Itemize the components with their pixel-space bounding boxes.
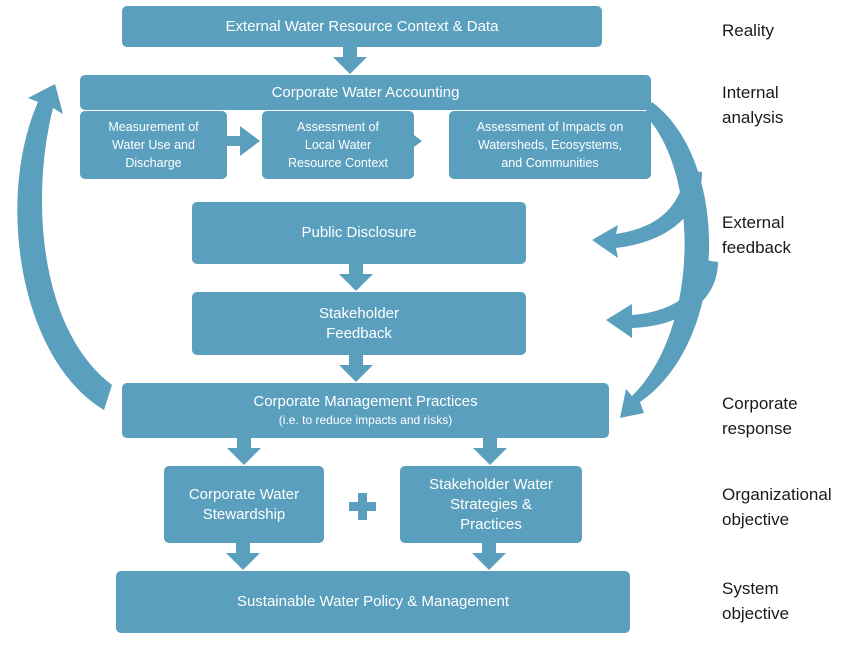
measurement-line-1: Measurement of bbox=[108, 120, 199, 134]
label-organizational-objective: Organizational objective bbox=[722, 482, 832, 532]
label-external-feedback: External feedback bbox=[722, 210, 791, 260]
stakeholder-feedback-line-1: Stakeholder bbox=[318, 304, 400, 322]
stewardship-line-1: Corporate Water bbox=[188, 485, 300, 503]
stakeholder-strategies-box: Stakeholder Water Strategies & Practices bbox=[400, 466, 582, 543]
assessment-impacts-line-3: and Communities bbox=[501, 156, 599, 170]
label-organizational-line-2: objective bbox=[722, 510, 790, 529]
right-branch-disclosure bbox=[592, 170, 702, 258]
arrow-down-stewardship bbox=[227, 438, 261, 465]
arrow-down-disclosure bbox=[339, 264, 373, 291]
measurement-line-2: Water Use and bbox=[112, 138, 195, 152]
assessment-impacts-line-2: Watersheds, Ecosystems, bbox=[477, 138, 623, 152]
assessment-local-line-3: Resource Context bbox=[287, 156, 389, 170]
external-context-text: External Water Resource Context & Data bbox=[225, 17, 499, 35]
plus-icon bbox=[349, 493, 376, 520]
corporate-accounting-text: Corporate Water Accounting bbox=[271, 83, 460, 101]
corporate-accounting-box: Corporate Water Accounting bbox=[80, 75, 651, 110]
sustainable-policy-text: Sustainable Water Policy & Management bbox=[236, 593, 510, 610]
public-disclosure-box: Public Disclosure bbox=[192, 202, 526, 264]
arrow-down-context bbox=[333, 47, 367, 74]
left-curved-arrow bbox=[17, 84, 112, 410]
label-internal-line-2: analysis bbox=[722, 108, 784, 127]
label-corporate-line-1: Corporate bbox=[722, 394, 798, 413]
arrow-down-stewardship-policy bbox=[226, 543, 260, 570]
label-internal-line-1: Internal bbox=[722, 83, 779, 102]
label-corporate-response: Corporate response bbox=[722, 391, 798, 441]
measurement-box: Measurement of Water Use and Discharge bbox=[80, 111, 227, 179]
sustainable-policy-box: Sustainable Water Policy & Management bbox=[116, 571, 630, 633]
stakeholder-strategies-line-2: Strategies & bbox=[450, 495, 532, 513]
label-system-objective: System objective bbox=[722, 576, 789, 626]
management-practices-subtext: (i.e. to reduce impacts and risks) bbox=[278, 413, 453, 427]
label-internal-analysis: Internal analysis bbox=[722, 80, 783, 130]
assessment-impacts-line-1: Assessment of Impacts on bbox=[476, 120, 624, 134]
label-corporate-line-2: response bbox=[722, 419, 792, 438]
arrow-right-measurement bbox=[227, 126, 260, 156]
label-system-line-2: objective bbox=[722, 604, 790, 623]
management-practices-text: Corporate Management Practices bbox=[253, 393, 478, 410]
label-external-line-1: External bbox=[722, 213, 785, 232]
stakeholder-strategies-line-1: Stakeholder Water bbox=[429, 475, 553, 493]
arrow-down-strategies-policy bbox=[472, 543, 506, 570]
label-system-line-1: System bbox=[722, 579, 779, 598]
label-external-line-2: feedback bbox=[722, 238, 791, 257]
assessment-local-line-1: Assessment of bbox=[297, 120, 379, 134]
arrow-down-feedback bbox=[339, 355, 373, 382]
label-reality: Reality bbox=[722, 18, 774, 43]
assessment-local-line-2: Local Water bbox=[304, 138, 372, 152]
stakeholder-strategies-line-3: Practices bbox=[460, 515, 522, 533]
public-disclosure-text: Public Disclosure bbox=[301, 224, 417, 241]
measurement-line-3: Discharge bbox=[125, 156, 182, 170]
stewardship-box: Corporate Water Stewardship bbox=[164, 466, 324, 543]
management-practices-box: Corporate Management Practices (i.e. to … bbox=[122, 383, 609, 438]
stakeholder-feedback-box: Stakeholder Feedback bbox=[192, 292, 526, 355]
right-branch-feedback bbox=[606, 260, 718, 338]
external-context-box: External Water Resource Context & Data bbox=[122, 6, 602, 47]
label-organizational-line-1: Organizational bbox=[722, 485, 832, 504]
stakeholder-feedback-line-2: Feedback bbox=[326, 324, 392, 342]
assessment-impacts-box: Assessment of Impacts on Watersheds, Eco… bbox=[449, 111, 651, 179]
label-reality-line-1: Reality bbox=[722, 21, 774, 40]
stewardship-line-2: Stewardship bbox=[202, 505, 286, 523]
assessment-local-box: Assessment of Local Water Resource Conte… bbox=[262, 111, 414, 179]
arrow-down-strategies bbox=[473, 438, 507, 465]
